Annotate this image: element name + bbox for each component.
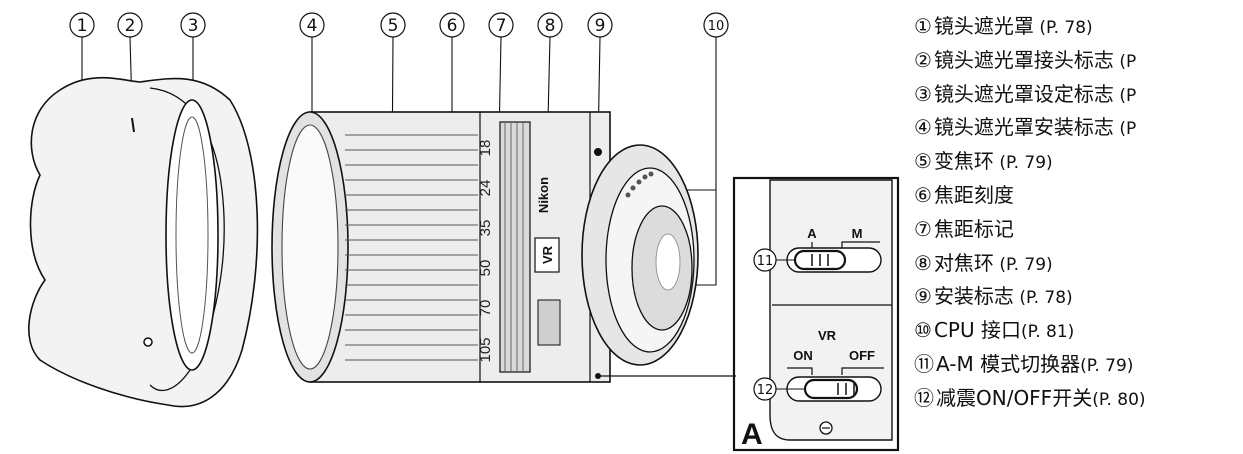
focal-mark-50: 50 (477, 260, 494, 277)
vr-switch-label: VR (818, 328, 837, 343)
am-label-m: M (852, 226, 863, 241)
focal-mark-70: 70 (477, 300, 494, 317)
vr-off-label: OFF (849, 348, 875, 363)
svg-text:2: 2 (125, 16, 136, 36)
callout-5: 5 (380, 12, 406, 38)
lens-hood (28, 76, 259, 408)
am-label-a: A (807, 226, 817, 241)
svg-text:4: 4 (307, 16, 318, 36)
svg-text:6: 6 (447, 16, 458, 36)
focal-length-scale: 18 24 35 50 70 105 (477, 140, 494, 363)
svg-text:1: 1 (77, 16, 88, 36)
am-mode-switch[interactable] (786, 247, 882, 273)
callout-8: 8 (537, 12, 563, 38)
vr-on-label: ON (793, 348, 813, 363)
focal-mark-18: 18 (477, 140, 494, 157)
zoom-ring (345, 134, 478, 361)
lens-mount (581, 144, 699, 366)
callout-3: 3 (180, 12, 206, 38)
focal-mark-24: 24 (477, 180, 494, 197)
cpu-contacts (625, 171, 654, 198)
svg-text:7: 7 (496, 16, 507, 36)
svg-text:12: 12 (757, 383, 774, 398)
svg-text:11: 11 (757, 254, 774, 269)
callout-10: 10 (703, 12, 729, 38)
mounting-mark (594, 148, 602, 156)
svg-text:8: 8 (545, 16, 556, 36)
lens-body: 18 24 35 50 70 105 Nikon VR (271, 111, 611, 383)
brand-label: Nikon (536, 177, 551, 213)
focus-ring (499, 121, 531, 373)
vr-switch[interactable] (786, 376, 882, 402)
callout-numbers: 1 2 3 4 5 6 7 8 (69, 12, 729, 38)
callout-1: 1 (69, 12, 95, 38)
panel-letter: A (741, 418, 763, 451)
focal-mark-105: 105 (477, 337, 494, 362)
focal-mark-35: 35 (477, 220, 494, 237)
svg-text:9: 9 (595, 16, 606, 36)
callout-7: 7 (488, 12, 514, 38)
switch-panel: A A M 11 VR ON OFF 12 (595, 176, 900, 452)
callout-9: 9 (587, 12, 613, 38)
svg-text:10: 10 (708, 19, 725, 34)
svg-text:5: 5 (388, 16, 399, 36)
lens-diagram: 1 2 3 4 5 6 7 8 (28, 12, 900, 452)
vr-badge: VR (540, 245, 555, 264)
svg-text:3: 3 (188, 16, 199, 36)
callout-6: 6 (439, 12, 465, 38)
callout-2: 2 (117, 12, 143, 38)
vr-badge-frame (534, 237, 560, 273)
callout-4: 4 (299, 12, 325, 38)
